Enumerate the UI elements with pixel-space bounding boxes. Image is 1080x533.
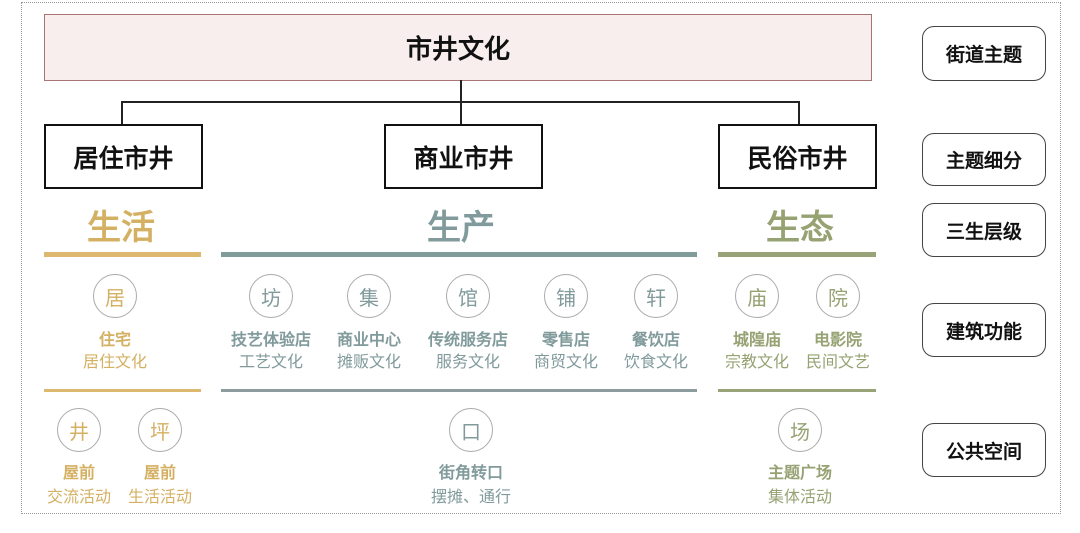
theme-box-folk: 民俗市井 [718,124,877,189]
building-name: 零售店 [541,330,590,349]
building-culture: 饮食文化 [623,352,688,371]
space-name: 主题广场 [767,463,832,482]
space-activity: 交流活动 [46,487,111,506]
building-icon-circle: 轩 [634,274,678,318]
space-icon-circle: 井 [57,408,101,452]
building-culture: 居住文化 [82,352,147,371]
building-name: 住宅 [98,330,131,349]
space-icon-circle: 口 [449,408,493,452]
building-culture: 宗教文化 [724,352,789,371]
divider [44,252,201,257]
building-name: 电影院 [813,330,862,349]
building-culture: 工艺文化 [238,352,303,371]
building-name: 城隍庙 [732,330,781,349]
divider [221,252,697,257]
level-label: 街道主题 [922,26,1046,81]
connector [460,80,462,102]
category-life: 生活 [87,208,155,248]
level-label: 三生层级 [922,203,1046,257]
level-label: 建筑功能 [922,303,1046,357]
diagram-border [21,2,1061,514]
connector [798,101,800,124]
divider [718,252,876,257]
divider [44,389,201,392]
building-name: 餐饮店 [631,330,680,349]
space-icon-circle: 坪 [138,408,182,452]
building-icon-circle: 居 [93,274,137,318]
building-name: 商业中心 [336,330,401,349]
theme-box-commercial: 商业市井 [384,124,543,189]
space-activity: 摆摊、通行 [430,487,511,506]
connector [460,101,462,124]
category-production: 生产 [427,208,495,248]
building-name: 技艺体验店 [230,330,311,349]
building-icon-circle: 铺 [544,274,588,318]
space-icon-circle: 场 [778,408,822,452]
building-icon-circle: 集 [347,274,391,318]
divider [221,389,697,392]
building-icon-circle: 院 [816,274,860,318]
building-culture: 商贸文化 [533,352,598,371]
space-name: 屋前 [62,463,95,482]
building-icon-circle: 庙 [735,274,779,318]
divider [718,389,876,392]
root-box: 市井文化 [44,14,872,81]
building-name: 传统服务店 [427,330,508,349]
building-culture: 服务文化 [435,352,500,371]
building-icon-circle: 馆 [446,274,490,318]
space-activity: 生活活动 [127,487,192,506]
building-culture: 民间文艺 [805,352,870,371]
category-ecology: 生态 [766,208,834,248]
space-activity: 集体活动 [767,487,832,506]
level-label: 主题细分 [922,133,1046,186]
theme-box-residential: 居住市井 [44,124,203,189]
connector [121,101,123,124]
level-label: 公共空间 [922,423,1046,477]
building-icon-circle: 坊 [249,274,293,318]
space-name: 街角转口 [438,463,503,482]
building-culture: 摊贩文化 [336,352,401,371]
space-name: 屋前 [143,463,176,482]
